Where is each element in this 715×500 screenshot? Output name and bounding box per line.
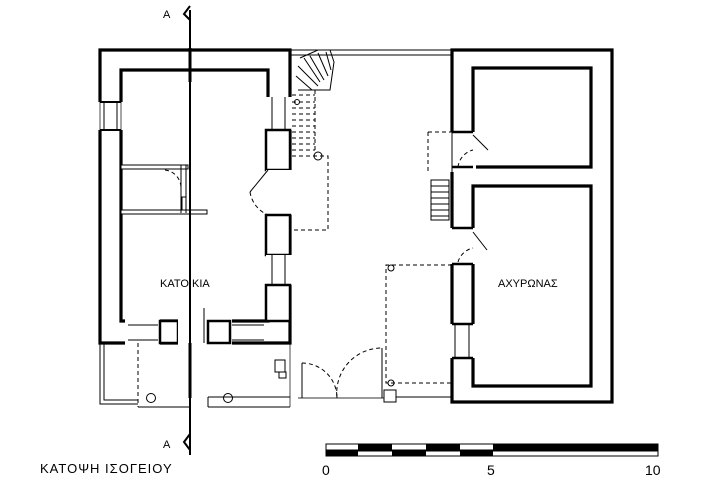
room-label-barn: ΑΧΥΡΩΝΑΣ <box>498 278 558 290</box>
section-marker-bottom: Α <box>163 439 171 451</box>
house-interior <box>120 164 208 215</box>
courtyard <box>290 49 452 403</box>
section-marker-top: Α <box>163 9 171 21</box>
house-walls <box>98 48 292 345</box>
drawing-title: ΚΑΤΟΨΗ ΙΣΟΓΕΙΟΥ <box>40 461 173 476</box>
barn-walls <box>427 48 614 404</box>
scale-label-5: 5 <box>487 462 495 478</box>
scale-label-10: 10 <box>645 462 661 478</box>
scale-bar <box>325 443 659 457</box>
house-terrace <box>99 343 291 408</box>
scale-label-0: 0 <box>322 462 330 478</box>
courtyard-stair <box>292 49 335 151</box>
house-openings <box>98 97 292 345</box>
section-line-a <box>182 5 192 455</box>
room-label-house: ΚΑΤΟΙΚΙΑ <box>160 278 210 290</box>
